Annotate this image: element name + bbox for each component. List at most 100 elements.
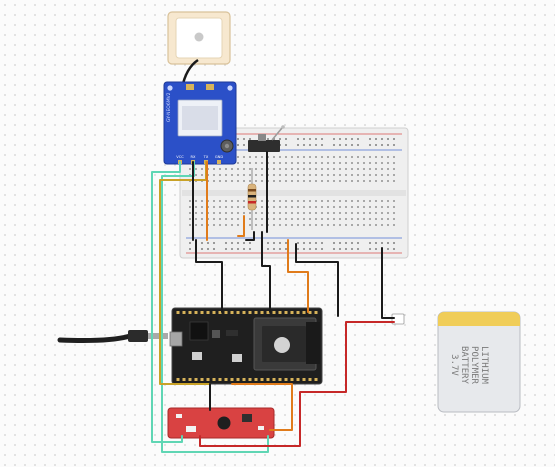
breadboard-hole (357, 162, 359, 164)
breadboard-hole (279, 180, 281, 182)
breadboard-hole (195, 200, 197, 202)
esp32-header-pin (242, 378, 246, 381)
breadboard-hole (303, 144, 305, 146)
breadboard-hole (297, 248, 299, 250)
breadboard-hole (243, 174, 245, 176)
battery-label-line-3: BATTERY (459, 346, 469, 385)
breadboard-hole (315, 224, 317, 226)
esp32-header-pin (308, 311, 312, 314)
breadboard-hole (261, 224, 263, 226)
breadboard-hole (393, 162, 395, 164)
breadboard-hole (207, 248, 209, 250)
breadboard-hole (375, 174, 377, 176)
breadboard-hole (351, 248, 353, 250)
breadboard-hole (375, 144, 377, 146)
breadboard-hole (339, 212, 341, 214)
breadboard-hole (231, 212, 233, 214)
breadboard-hole (303, 174, 305, 176)
gps-pin-label-vcc: VCC (176, 155, 184, 159)
breadboard-hole (297, 156, 299, 158)
breadboard-hole (357, 168, 359, 170)
breadboard-hole (387, 168, 389, 170)
esp32-header-pin (290, 378, 294, 381)
breadboard (179, 127, 409, 259)
charger-module (167, 407, 275, 439)
breadboard-hole (249, 180, 251, 182)
breadboard-hole (387, 174, 389, 176)
breadboard-hole (237, 242, 239, 244)
breadboard-hole (237, 224, 239, 226)
battery-label: LITHIUM POLYMER BATTERY 3.7V (449, 346, 489, 385)
breadboard-hole (393, 224, 395, 226)
breadboard-hole (267, 138, 269, 140)
breadboard-hole (213, 212, 215, 214)
breadboard-hole (393, 174, 395, 176)
breadboard-hole (189, 242, 191, 244)
breadboard-hole (321, 168, 323, 170)
breadboard-hole (315, 180, 317, 182)
breadboard-hole (381, 162, 383, 164)
esp32-header-pin (212, 378, 216, 381)
breadboard-hole (345, 212, 347, 214)
breadboard-hole (249, 248, 251, 250)
breadboard-hole (381, 180, 383, 182)
breadboard-hole (345, 200, 347, 202)
breadboard-hole (387, 162, 389, 164)
breadboard-hole (363, 212, 365, 214)
breadboard-hole (351, 162, 353, 164)
breadboard-hole (273, 200, 275, 202)
breadboard-hole (237, 174, 239, 176)
breadboard-hole (237, 248, 239, 250)
breadboard-hole (321, 212, 323, 214)
esp32-header-pin (188, 311, 192, 314)
esp32-header-pin (296, 311, 300, 314)
breadboard-hole (273, 248, 275, 250)
breadboard-hole (291, 162, 293, 164)
breadboard-hole (237, 212, 239, 214)
breadboard-hole (321, 200, 323, 202)
breadboard-hole (327, 218, 329, 220)
breadboard-hole (369, 200, 371, 202)
esp32-header-pin (284, 311, 288, 314)
breadboard-hole (333, 242, 335, 244)
breadboard-hole (309, 242, 311, 244)
breadboard-hole (375, 218, 377, 220)
breadboard-hole (189, 212, 191, 214)
breadboard-hole (327, 180, 329, 182)
breadboard-hole (225, 174, 227, 176)
breadboard-hole (303, 212, 305, 214)
breadboard-hole (285, 212, 287, 214)
breadboard-hole (219, 180, 221, 182)
breadboard-hole (309, 224, 311, 226)
breadboard-hole (231, 206, 233, 208)
breadboard-hole (345, 248, 347, 250)
breadboard-hole (231, 242, 233, 244)
breadboard-hole (387, 212, 389, 214)
breadboard-hole (357, 156, 359, 158)
resistor (247, 168, 257, 230)
breadboard-hole (213, 242, 215, 244)
esp32-header-pin (242, 311, 246, 314)
esp32-header-pin (224, 311, 228, 314)
breadboard-hole (279, 224, 281, 226)
breadboard-hole (297, 144, 299, 146)
breadboard-hole (213, 248, 215, 250)
breadboard-hole (219, 224, 221, 226)
breadboard-hole (231, 174, 233, 176)
breadboard-hole (339, 180, 341, 182)
breadboard-hole (243, 156, 245, 158)
breadboard-hole (255, 224, 257, 226)
breadboard-hole (321, 138, 323, 140)
breadboard-hole (213, 168, 215, 170)
breadboard-hole (333, 212, 335, 214)
breadboard-hole (369, 224, 371, 226)
esp32-header-pin (302, 311, 306, 314)
esp32-header-pin (230, 311, 234, 314)
breadboard-hole (333, 218, 335, 220)
breadboard-hole (387, 180, 389, 182)
breadboard-hole (237, 218, 239, 220)
breadboard-hole (321, 242, 323, 244)
breadboard-hole (219, 174, 221, 176)
breadboard-hole (243, 180, 245, 182)
